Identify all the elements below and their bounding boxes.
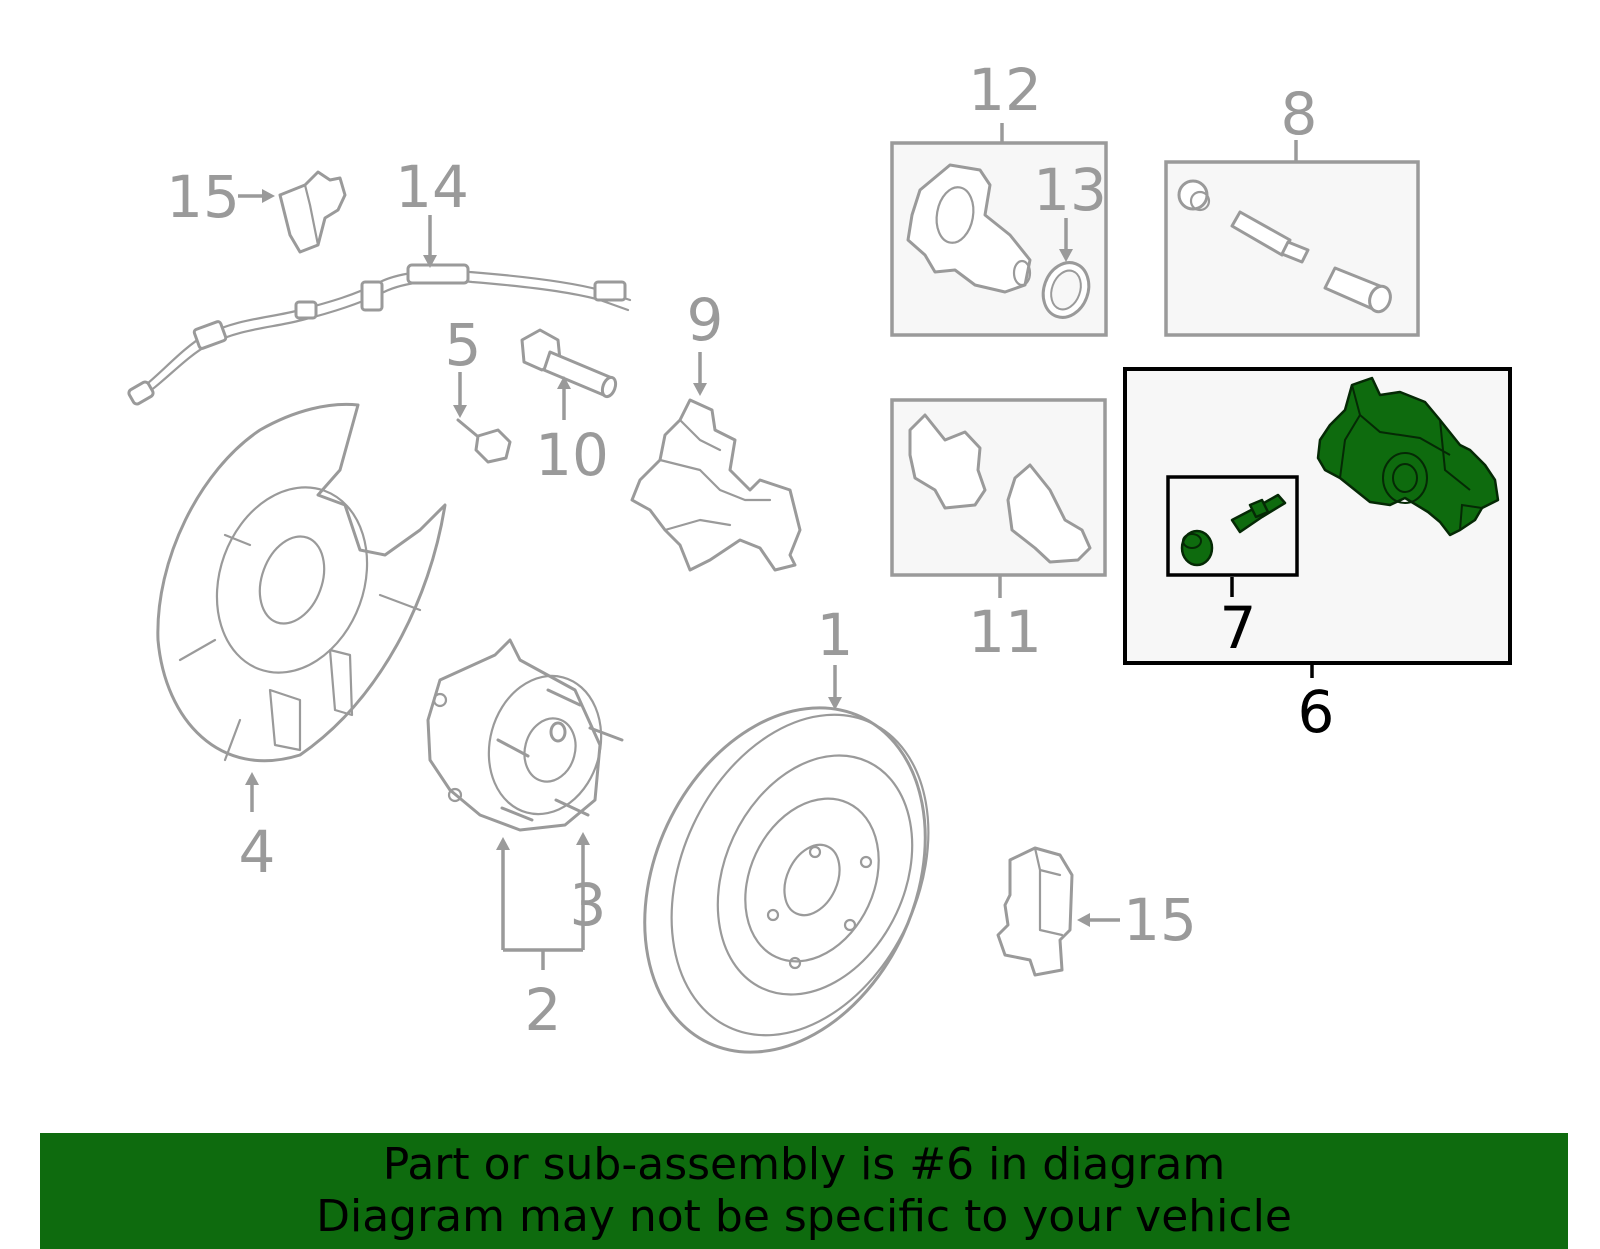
callout-11: 11: [968, 598, 1042, 666]
callout-10: 10: [535, 421, 609, 489]
callout-7: 7: [1220, 594, 1257, 662]
callout-5: 5: [445, 311, 482, 379]
caliper-assembly-box: [1123, 367, 1512, 678]
callout-8: 8: [1281, 80, 1318, 148]
info-banner: Part or sub-assembly is #6 in diagram Di…: [40, 1133, 1568, 1249]
brake-hose-part: [127, 215, 632, 406]
bolt-10-part: [520, 328, 618, 420]
callout-3: 3: [570, 871, 607, 939]
callout-1: 1: [817, 601, 854, 669]
callout-6: 6: [1298, 678, 1335, 746]
callout-2: 2: [525, 976, 562, 1044]
callout-15-top: 15: [166, 163, 240, 231]
callout-13: 13: [1033, 156, 1107, 224]
brake-pad-kit-box: [890, 398, 1107, 598]
banner-line-2: Diagram may not be specific to your vehi…: [316, 1191, 1292, 1242]
callout-4: 4: [239, 818, 276, 886]
callout-9: 9: [687, 286, 724, 354]
banner-line-1: Part or sub-assembly is #6 in diagram: [382, 1139, 1226, 1190]
caliper-bracket-part: [630, 352, 802, 572]
wheel-hub-part: [426, 638, 624, 970]
guide-pin-kit-box: [1164, 140, 1420, 337]
motor-kit-box: [890, 123, 1108, 337]
mounting-bracket-bottom-part: [996, 846, 1120, 977]
mounting-bracket-top-part: [238, 170, 347, 254]
dust-shield-part: [156, 402, 447, 812]
callout-12: 12: [968, 56, 1042, 124]
callout-14: 14: [395, 153, 469, 221]
callout-15-bottom: 15: [1123, 886, 1197, 954]
brake-rotor-part: [643, 665, 930, 1054]
bolt-5-part: [453, 372, 512, 464]
